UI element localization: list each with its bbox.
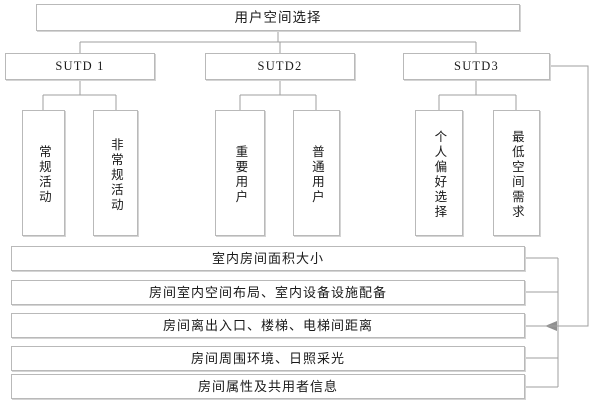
connector-feedback-bus <box>545 65 589 327</box>
node-ordinary-user[interactable]: 普通用户 <box>293 110 340 236</box>
node-regular-activity[interactable]: 常规活动 <box>22 110 65 236</box>
node-sutd-3[interactable]: SUTD3 <box>403 53 550 80</box>
attribute-bar-layout-equipment[interactable]: 房间室内空间布局、室内设备设施配备 <box>11 280 525 305</box>
node-important-user[interactable]: 重要用户 <box>215 110 265 236</box>
root-node-user-space-selection[interactable]: 用户空间选择 <box>36 4 520 31</box>
feedback-arrowhead <box>545 321 557 331</box>
attribute-bar-room-attributes-cohabitants[interactable]: 房间属性及共用者信息 <box>11 374 525 399</box>
node-minimum-space-requirement[interactable]: 最低空间需求 <box>493 110 540 236</box>
node-sutd-1[interactable]: SUTD 1 <box>5 53 155 80</box>
attribute-bar-surrounding-environment-daylight[interactable]: 房间周围环境、日照采光 <box>11 346 525 371</box>
node-personal-preference[interactable]: 个人偏好选择 <box>415 110 463 236</box>
node-sutd-2[interactable]: SUTD2 <box>205 53 355 80</box>
attribute-bar-distance-entrance-stairs-elevator[interactable]: 房间离出入口、楼梯、电梯间距离 <box>11 313 525 338</box>
attribute-bar-room-area[interactable]: 室内房间面积大小 <box>11 246 525 271</box>
node-irregular-activity[interactable]: 非常规活动 <box>93 110 138 236</box>
